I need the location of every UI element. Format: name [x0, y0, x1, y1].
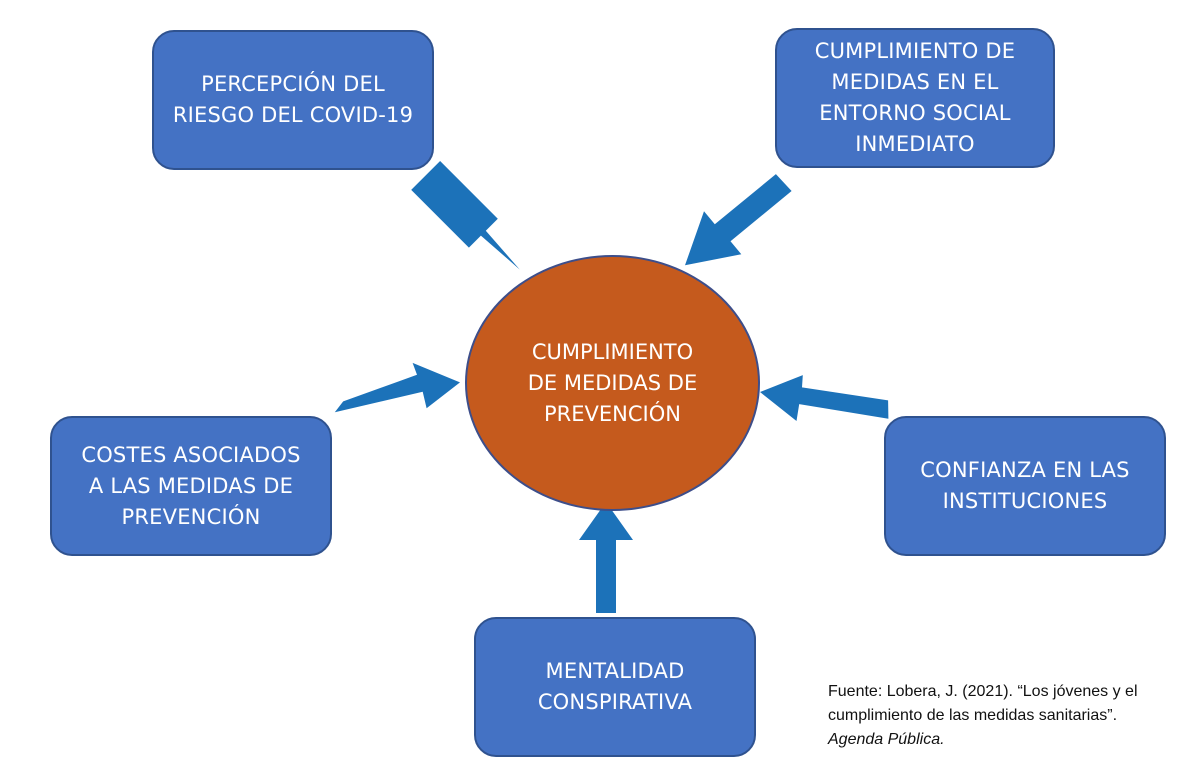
source-line-1: Fuente: Lobera, J. (2021). “Los jóvenes …: [828, 683, 1138, 700]
arrow-from-mentalidad: [579, 502, 633, 613]
node-costes-asociados: COSTES ASOCIADOS A LAS MEDIDAS DE PREVEN…: [50, 416, 332, 556]
arrow-from-riesgo: [411, 161, 520, 270]
center-node-cumplimiento-prevencion: CUMPLIMIENTO DE MEDIDAS DE PREVENCIÓN: [465, 255, 760, 511]
node-cumplimiento-entorno-social: CUMPLIMIENTO DE MEDIDAS EN EL ENTORNO SO…: [775, 28, 1055, 168]
node-percepcion-riesgo: PERCEPCIÓN DEL RIESGO DEL COVID-19: [152, 30, 434, 170]
node-confianza-instituciones: CONFIANZA EN LAS INSTITUCIONES: [884, 416, 1166, 556]
source-line-2: cumplimiento de las medidas sanitarias”.: [828, 707, 1118, 724]
node-mentalidad-conspirativa: MENTALIDAD CONSPIRATIVA: [474, 617, 756, 757]
source-line-3: Agenda Pública.: [828, 731, 945, 748]
source-citation: Fuente: Lobera, J. (2021). “Los jóvenes …: [828, 680, 1198, 752]
arrow-from-entorno: [685, 174, 792, 266]
arrow-from-costes: [334, 362, 460, 413]
arrow-from-confianza: [760, 375, 889, 421]
